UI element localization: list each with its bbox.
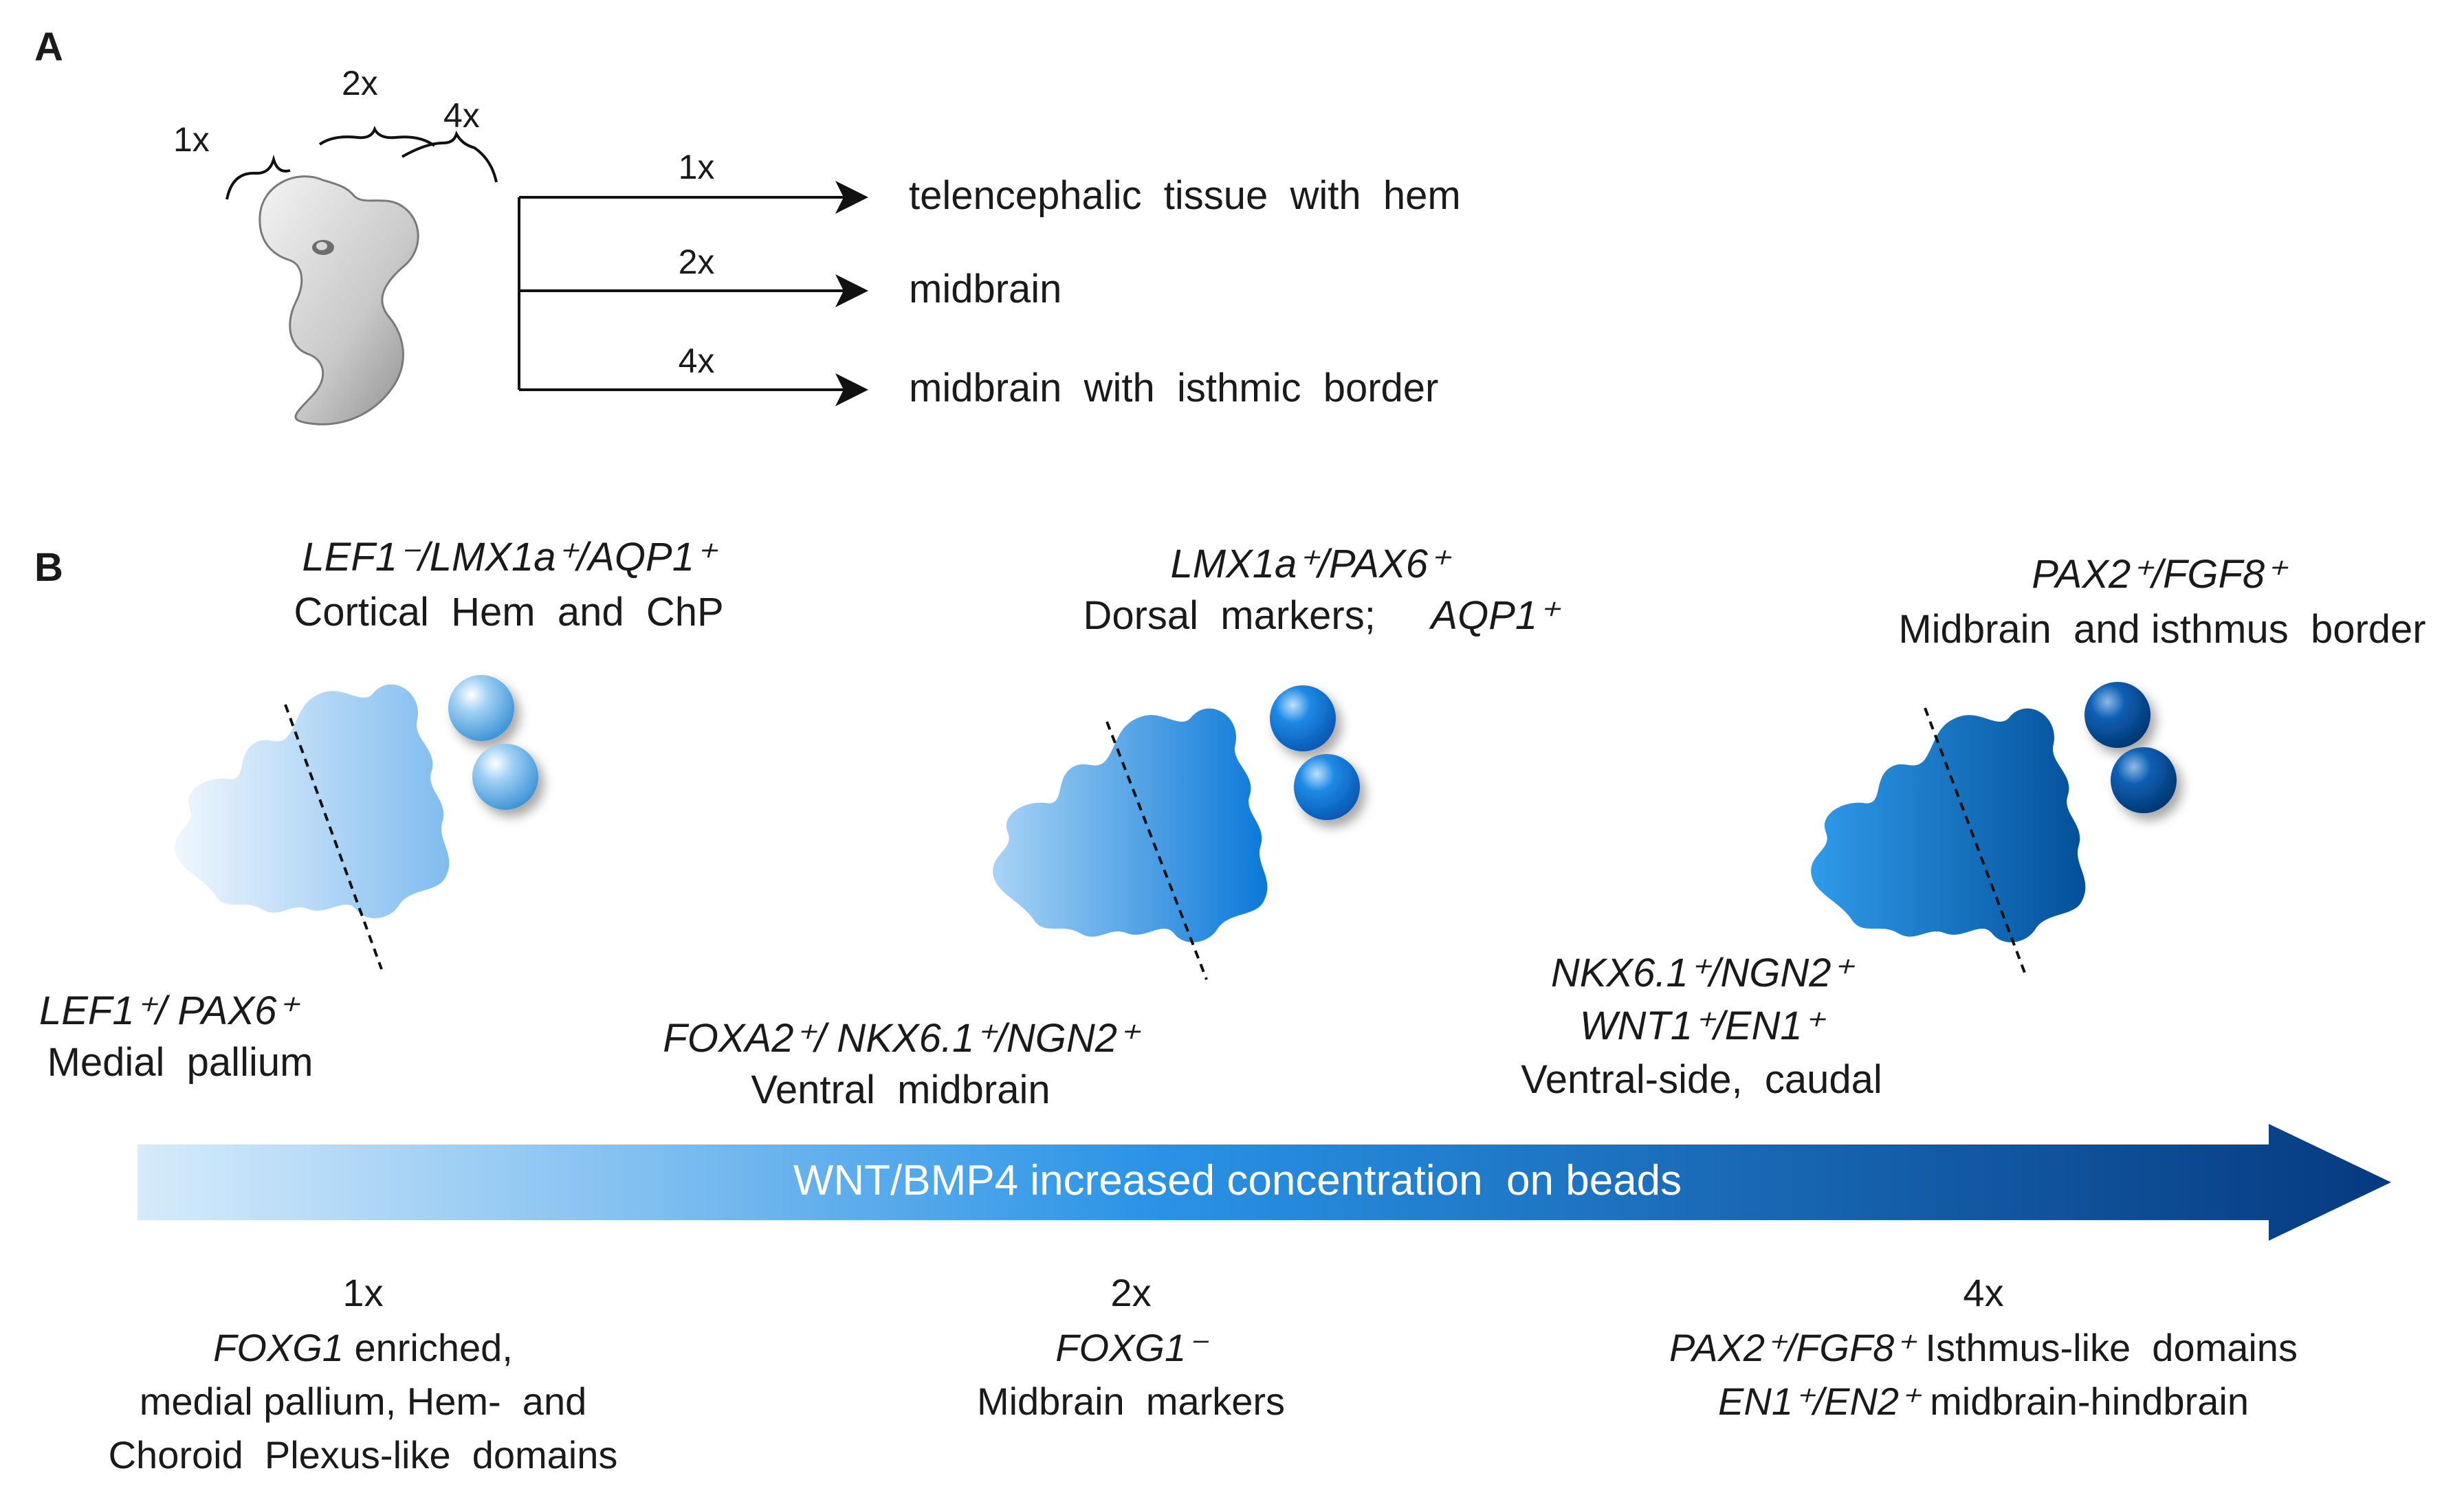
- dose-4x-line1-italic: PAX2⁺/FGF8⁺: [1669, 1326, 1917, 1369]
- organoid-2-top-desc: Dorsal markers; AQP1⁺: [1028, 593, 1592, 638]
- dose-2x-line2: Midbrain markers: [977, 1380, 1285, 1423]
- arrow-dose-1x: 1x: [679, 148, 715, 186]
- organoid-3-boundary-line: [1924, 707, 2026, 973]
- dose-2x-description: 2x FOXG1⁻ Midbrain markers: [977, 1271, 1285, 1423]
- organoid-1-top-markers: LEF1⁻/LMX1a⁺/AQP1⁺: [302, 535, 718, 579]
- organoid-2-bottom-desc: Ventral midbrain: [751, 1068, 1050, 1112]
- dose-4x-label: 4x: [1963, 1271, 2003, 1314]
- dose-1x-line1-plain: enriched,: [344, 1326, 513, 1369]
- organoid-2-top-desc-plain: Dorsal markers;: [1083, 593, 1375, 638]
- dose-4x-line2-plain: midbrain-hindbrain: [1920, 1380, 2249, 1423]
- dose-2x-label: 2x: [1110, 1271, 1151, 1314]
- dose-4x-line2-italic: EN1⁺/EN2⁺: [1718, 1380, 1922, 1423]
- dose-branch-arrows: [518, 181, 868, 406]
- position-label-4x: 4x: [443, 96, 480, 135]
- organoid-1: [175, 684, 450, 918]
- outcome-midbrain: midbrain: [909, 267, 1062, 311]
- arrow-dose-4x: 4x: [679, 342, 715, 380]
- organoid-2: [993, 708, 1268, 942]
- organoid-3-top-markers: PAX2⁺/FGF8⁺: [2032, 552, 2289, 597]
- organoid-2-top-desc-italic: AQP1⁺: [1429, 593, 1561, 638]
- organoid-3-bead-bottom: [2111, 747, 2177, 813]
- dose-4x-line1: PAX2⁺/FGF8⁺ Isthmus-like domains: [1669, 1326, 2298, 1369]
- organoid-2-boundary-line: [1106, 721, 1208, 980]
- dose-1x-label: 1x: [342, 1271, 383, 1314]
- outcome-telencephalic: telencephalic tissue with hem: [909, 173, 1461, 218]
- organoid-3: [1811, 708, 2086, 942]
- outcome-midbrain-isthmic: midbrain with isthmic border: [909, 366, 1438, 410]
- embryo-braces: [226, 125, 498, 200]
- organoid-2-bead-bottom: [1294, 754, 1360, 820]
- position-label-2x: 2x: [342, 64, 378, 102]
- organoid-1-bead-top: [448, 675, 514, 741]
- organoid-2-bead-top: [1270, 685, 1336, 751]
- organoid-2-top-markers: LMX1a⁺/PAX6⁺: [1170, 542, 1452, 586]
- organoid-3-bottom-markers-2: WNT1⁺/EN1⁺: [1580, 1004, 1827, 1048]
- organoid-2-bottom-markers: FOXA2⁺/ NKX6.1⁺/NGN2⁺: [663, 1016, 1141, 1061]
- arrow-dose-2x: 2x: [679, 243, 715, 281]
- dose-1x-line2: medial pallium, Hem- and: [140, 1380, 586, 1423]
- dose-4x-line2: EN1⁺/EN2⁺ midbrain-hindbrain: [1718, 1380, 2249, 1423]
- organoid-3-top-desc: Midbrain and isthmus border: [1898, 607, 2426, 652]
- panel-b-label: B: [34, 545, 63, 590]
- dose-2x-line1: FOXG1⁻: [1055, 1326, 1209, 1369]
- organoid-3-bottom-desc: Ventral-side, caudal: [1521, 1057, 1882, 1102]
- organoid-1-bottom-markers: LEF1⁺/ PAX6⁺: [39, 988, 300, 1033]
- dose-4x-description: 4x PAX2⁺/FGF8⁺ Isthmus-like domains EN1⁺…: [1669, 1271, 2298, 1423]
- panel-a-label: A: [34, 25, 63, 69]
- dose-4x-line1-plain: Isthmus-like domains: [1915, 1326, 2298, 1369]
- dose-1x-description: 1x FOXG1 enriched, medial pallium, Hem- …: [109, 1271, 618, 1477]
- organoid-1-boundary-line: [284, 704, 383, 970]
- organoid-1-bead-bottom: [472, 744, 538, 810]
- position-label-1x: 1x: [173, 120, 210, 159]
- organoid-1-bottom-desc: Medial pallium: [47, 1040, 314, 1085]
- concentration-gradient-arrow: [138, 1124, 2391, 1241]
- organoid-3-bottom-markers-1: NKX6.1⁺/NGN2⁺: [1551, 951, 1856, 995]
- embryo-illustration: [258, 175, 419, 425]
- dose-1x-line1-italic: FOXG1: [213, 1326, 344, 1369]
- gradient-arrow-text: WNT/BMP4 increased concentration on bead…: [793, 1157, 1682, 1204]
- organoid-1-top-desc: Cortical Hem and ChP: [294, 590, 723, 634]
- dose-1x-line1: FOXG1 enriched,: [213, 1326, 513, 1369]
- organoid-3-bead-top: [2084, 682, 2150, 748]
- dose-1x-line3: Choroid Plexus-like domains: [109, 1433, 618, 1477]
